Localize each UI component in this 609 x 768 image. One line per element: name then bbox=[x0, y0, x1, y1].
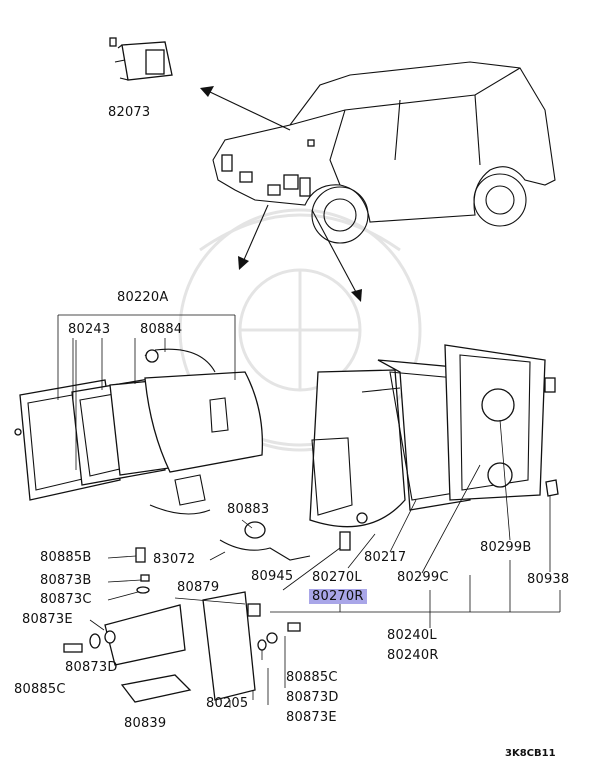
vehicle-outline bbox=[212, 61, 556, 244]
label-80270L: 80270L bbox=[312, 570, 362, 585]
tail-leaders bbox=[270, 419, 561, 628]
lower-leaders bbox=[89, 519, 341, 708]
label-80873D-right: 80873D bbox=[286, 690, 339, 705]
label-80270R[interactable]: 80270R bbox=[309, 589, 367, 604]
diagram-code: 3K8CB11 bbox=[505, 748, 556, 759]
label-80243: 80243 bbox=[68, 322, 111, 337]
combination-lamp bbox=[309, 344, 559, 528]
mounting-hardware bbox=[63, 521, 351, 703]
label-80883: 80883 bbox=[227, 502, 270, 517]
arrows bbox=[200, 86, 362, 302]
headlamp-assembly bbox=[14, 348, 264, 515]
label-80873C: 80873C bbox=[40, 592, 92, 607]
label-80885C-left: 80885C bbox=[14, 682, 66, 697]
label-80205: 80205 bbox=[206, 696, 249, 711]
label-80873B: 80873B bbox=[40, 573, 92, 588]
label-80879: 80879 bbox=[177, 580, 220, 595]
label-80270R-text: 80270R bbox=[309, 589, 367, 604]
label-82073: 82073 bbox=[108, 105, 151, 120]
label-80945: 80945 bbox=[251, 569, 294, 584]
label-80220A: 80220A bbox=[117, 290, 169, 305]
label-80873E-right: 80873E bbox=[286, 710, 337, 725]
label-80873E-left: 80873E bbox=[22, 612, 73, 627]
label-80839: 80839 bbox=[124, 716, 167, 731]
label-80885C-right: 80885C bbox=[286, 670, 338, 685]
label-80938: 80938 bbox=[527, 572, 570, 587]
label-80299C: 80299C bbox=[397, 570, 449, 585]
label-80240R: 80240R bbox=[387, 648, 439, 663]
label-80299B: 80299B bbox=[480, 540, 532, 555]
watermark-emblem bbox=[178, 208, 422, 452]
label-80240L: 80240L bbox=[387, 628, 437, 643]
label-80885B: 80885B bbox=[40, 550, 92, 565]
switch-82073 bbox=[109, 37, 173, 81]
label-80217: 80217 bbox=[364, 550, 407, 565]
headlamp-leaders bbox=[57, 314, 236, 470]
label-80884: 80884 bbox=[140, 322, 183, 337]
label-80873D-left: 80873D bbox=[65, 660, 118, 675]
label-83072: 83072 bbox=[153, 552, 196, 567]
